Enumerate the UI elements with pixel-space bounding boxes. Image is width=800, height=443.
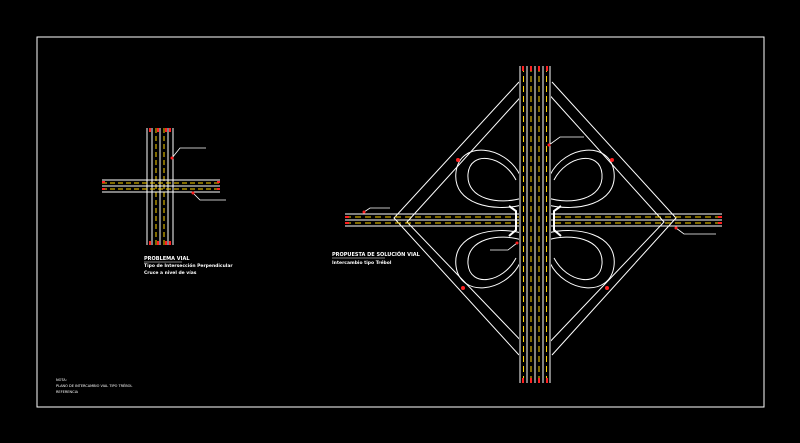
interchange-end-markers	[345, 66, 722, 383]
left-intersection: PROBLEMA VIAL Tipo de Intersección Perpe…	[102, 128, 233, 276]
notes-line-3: REFERENCIA	[56, 390, 79, 394]
left-end-markers	[102, 128, 220, 245]
left-horizontal-road	[102, 179, 220, 193]
right-view-title: PROPUESTA DE SOLUCIÓN VIAL	[332, 251, 421, 258]
right-view-subtitle: Intercambio tipo Trébol	[332, 259, 392, 266]
cloverleaf-loops	[455, 149, 615, 289]
vertical-highway	[519, 66, 551, 383]
left-leaders	[171, 147, 226, 201]
notes-line-1: NOTA:	[56, 378, 67, 382]
bridge-brackets	[508, 205, 562, 237]
interchange-leaders	[363, 136, 716, 251]
left-view-subtitle-1: Tipo de Intersección Perpendicular	[144, 262, 233, 269]
left-leader-dots	[170, 156, 195, 195]
interchange-leader-dots	[362, 143, 678, 245]
left-view-subtitle-2: Cruce a nivel de vías	[144, 269, 197, 276]
cloverleaf-interchange: PROPUESTA DE SOLUCIÓN VIAL Intercambio t…	[332, 66, 722, 383]
drawing-frame	[36, 36, 765, 408]
outer-diamond-ramps	[393, 81, 677, 356]
notes-line-2: PLANO DE INTERCAMBIO VIAL TIPO TRÉBOL	[56, 383, 132, 388]
notes-block: NOTA: PLANO DE INTERCAMBIO VIAL TIPO TRÉ…	[56, 378, 132, 394]
left-view-title: PROBLEMA VIAL	[144, 256, 190, 262]
